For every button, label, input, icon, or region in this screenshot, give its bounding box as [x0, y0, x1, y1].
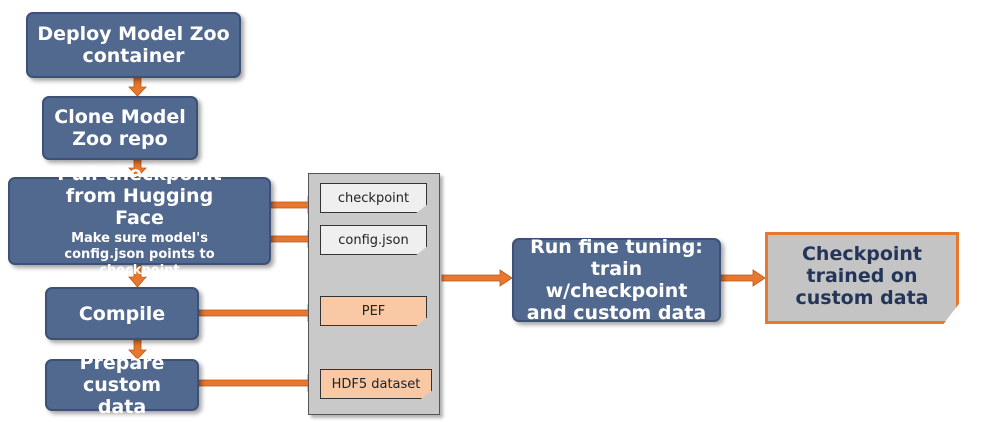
config-artifact: config.json — [320, 225, 427, 255]
clone-step: Clone Model Zoo repo — [42, 96, 198, 160]
checkpoint-artifact: checkpoint — [320, 183, 427, 213]
deploy-step: Deploy Model Zoo container — [26, 12, 241, 78]
prepare-data-step: Prepare custom data — [45, 352, 199, 418]
arrow-deploy-to-clone — [128, 77, 147, 97]
arrow-prepare-to-dataset — [198, 374, 321, 392]
compile-step: Compile — [45, 287, 199, 340]
arrow-compile-to-prepare — [128, 339, 147, 360]
pef-artifact: PEF — [320, 296, 427, 326]
run-fine-tuning-label: Run fine tuning: train w/checkpoint and … — [526, 236, 707, 324]
clone-step-label: Clone Model Zoo repo — [54, 106, 186, 150]
trained-checkpoint-output: Checkpoint trained on custom data — [765, 232, 959, 324]
arrow-pull-to-compile — [128, 264, 147, 288]
run-fine-tuning-step: Run fine tuning: train w/checkpoint and … — [512, 236, 721, 324]
arrow-panel-to-run — [441, 269, 513, 287]
pull-checkpoint-note: Make sure model's config.json points to … — [64, 231, 215, 278]
arrow-run-to-output — [720, 269, 766, 287]
arrow-compile-to-pef — [198, 304, 321, 322]
deploy-step-label: Deploy Model Zoo container — [37, 23, 230, 67]
hdf5-dataset-artifact: HDF5 dataset — [320, 369, 432, 399]
pef-artifact-label: PEF — [361, 303, 386, 319]
arrow-clone-to-pull — [128, 159, 147, 178]
pull-checkpoint-step: Pull checkpoint from Hugging Face Make s… — [8, 163, 271, 278]
checkpoint-artifact-label: checkpoint — [337, 190, 410, 206]
trained-checkpoint-label: Checkpoint trained on custom data — [795, 243, 929, 309]
prepare-data-step-label: Prepare custom data — [79, 352, 165, 418]
hdf5-dataset-artifact-label: HDF5 dataset — [331, 376, 421, 392]
compile-step-label: Compile — [78, 302, 166, 325]
pull-checkpoint-title: Pull checkpoint from Hugging Face — [57, 163, 222, 229]
config-artifact-label: config.json — [338, 232, 409, 248]
